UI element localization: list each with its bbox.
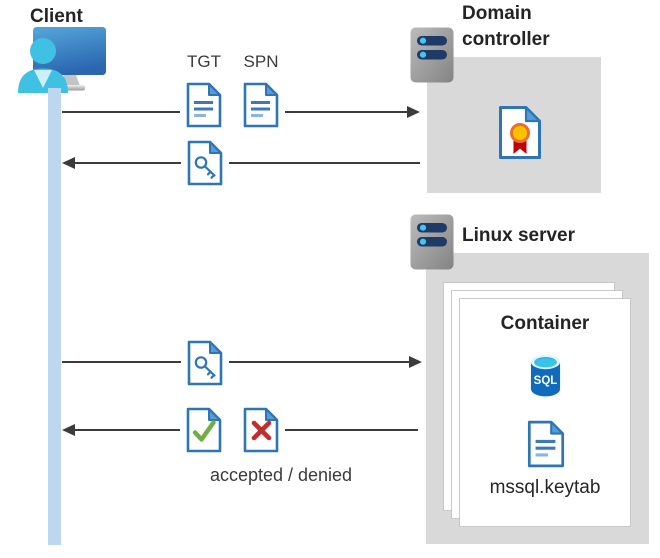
tgt-ticket-document-icon bbox=[186, 82, 222, 128]
arrow-dc-to-client-head bbox=[62, 157, 75, 169]
ticket-request-document bbox=[181, 340, 229, 386]
sql-database-icon: SQL bbox=[529, 353, 562, 398]
domain-controller-title: Domain controller bbox=[462, 3, 550, 50]
linux-server-title: Linux server bbox=[462, 225, 575, 246]
container-card: Container SQL mssql.keytab bbox=[459, 298, 631, 527]
key-document-icon bbox=[187, 340, 223, 386]
accepted-denied-label: accepted / denied bbox=[209, 465, 353, 485]
denied-x-document-icon bbox=[243, 407, 279, 453]
keytab-file-label: mssql.keytab bbox=[489, 477, 601, 498]
linux-server-icon bbox=[410, 214, 454, 270]
tgt-spn-documents bbox=[180, 82, 285, 128]
arrow-client-to-server-head bbox=[409, 356, 422, 368]
arrow-client-to-dc-head bbox=[407, 106, 420, 118]
certificate-document-icon bbox=[498, 105, 542, 160]
spn-ticket-document-icon bbox=[243, 82, 279, 128]
arrow-server-to-client-head bbox=[62, 424, 75, 436]
sql-badge-text: SQL bbox=[534, 375, 558, 387]
key-document-icon bbox=[187, 140, 223, 186]
accepted-check-document-icon bbox=[186, 407, 222, 453]
result-documents bbox=[180, 407, 285, 453]
tgt-label: TGT bbox=[187, 52, 221, 71]
client-user-monitor-icon bbox=[13, 25, 108, 93]
domain-controller-server-icon bbox=[410, 27, 454, 83]
client-title: Client bbox=[30, 6, 83, 27]
arrow-client-to-server-line bbox=[62, 361, 410, 363]
client-lifeline bbox=[48, 88, 61, 545]
keytab-document-icon bbox=[527, 420, 565, 468]
container-title: Container bbox=[500, 313, 590, 334]
arrow-dc-to-client-line bbox=[74, 162, 420, 164]
spn-label: SPN bbox=[243, 52, 279, 71]
ticket-reply-document bbox=[181, 140, 229, 186]
